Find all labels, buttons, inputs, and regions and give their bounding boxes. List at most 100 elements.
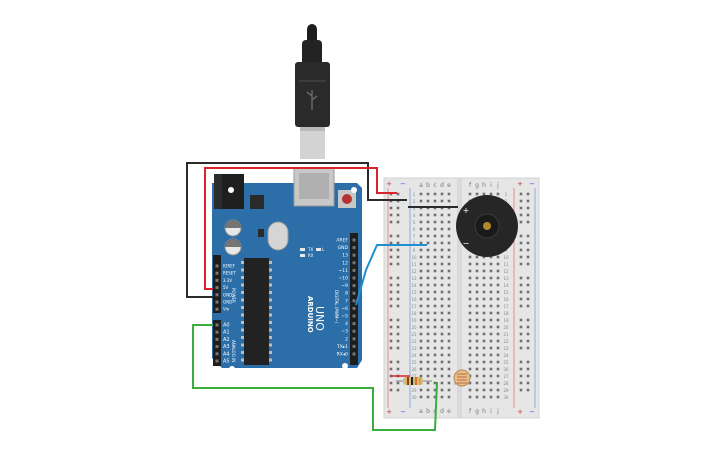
breadboard-hole[interactable] [489,360,493,364]
rail-hole[interactable] [519,248,523,252]
rail-hole[interactable] [526,304,530,308]
breadboard-hole[interactable] [447,290,451,294]
breadboard-hole[interactable] [496,283,500,287]
breadboard-hole[interactable] [419,192,423,196]
header-pin[interactable] [352,344,356,348]
breadboard-hole[interactable] [433,395,437,399]
rail-hole[interactable] [389,381,393,385]
rail-hole[interactable] [526,241,530,245]
breadboard-hole[interactable] [482,367,486,371]
breadboard-hole[interactable] [468,367,472,371]
breadboard-hole[interactable] [475,353,479,357]
breadboard-hole[interactable] [468,304,472,308]
header-pin[interactable] [352,329,356,333]
header-pin[interactable] [215,307,219,311]
header-pin[interactable] [352,352,356,356]
rail-hole[interactable] [526,297,530,301]
breadboard-hole[interactable] [475,304,479,308]
breadboard-hole[interactable] [419,304,423,308]
breadboard-hole[interactable] [489,311,493,315]
rail-hole[interactable] [526,248,530,252]
rail-hole[interactable] [396,276,400,280]
breadboard-hole[interactable] [426,199,430,203]
breadboard-hole[interactable] [419,234,423,238]
rail-hole[interactable] [396,220,400,224]
rail-hole[interactable] [519,199,523,203]
breadboard-hole[interactable] [482,255,486,259]
rail-hole[interactable] [519,290,523,294]
breadboard-hole[interactable] [426,213,430,217]
breadboard-hole[interactable] [440,234,444,238]
breadboard-hole[interactable] [426,276,430,280]
breadboard-hole[interactable] [447,374,451,378]
header-pin[interactable] [215,359,219,363]
rail-hole[interactable] [519,381,523,385]
breadboard-hole[interactable] [419,199,423,203]
rail-hole[interactable] [519,220,523,224]
breadboard-hole[interactable] [482,276,486,280]
breadboard-hole[interactable] [426,255,430,259]
breadboard-hole[interactable] [468,353,472,357]
breadboard-hole[interactable] [426,318,430,322]
breadboard-hole[interactable] [489,346,493,350]
breadboard-hole[interactable] [447,199,451,203]
header-pin[interactable] [352,268,356,272]
breadboard-hole[interactable] [447,297,451,301]
breadboard-hole[interactable] [440,318,444,322]
rail-hole[interactable] [389,290,393,294]
header-pin[interactable] [215,293,219,297]
breadboard-hole[interactable] [496,346,500,350]
breadboard-hole[interactable] [489,339,493,343]
breadboard-hole[interactable] [433,325,437,329]
rail-hole[interactable] [396,241,400,245]
rail-hole[interactable] [389,283,393,287]
rail-hole[interactable] [526,276,530,280]
breadboard-hole[interactable] [440,220,444,224]
header-pin[interactable] [352,276,356,280]
header-pin[interactable] [352,306,356,310]
rail-hole[interactable] [389,206,393,210]
breadboard-hole[interactable] [475,311,479,315]
rail-hole[interactable] [389,339,393,343]
breadboard-hole[interactable] [489,290,493,294]
rail-hole[interactable] [519,388,523,392]
rail-hole[interactable] [519,192,523,196]
breadboard-hole[interactable] [475,297,479,301]
breadboard-hole[interactable] [468,388,472,392]
breadboard-hole[interactable] [489,374,493,378]
breadboard-hole[interactable] [496,269,500,273]
breadboard-hole[interactable] [482,374,486,378]
rail-hole[interactable] [519,297,523,301]
breadboard-hole[interactable] [468,262,472,266]
rail-hole[interactable] [389,388,393,392]
breadboard-hole[interactable] [482,304,486,308]
header-pin[interactable] [352,291,356,295]
breadboard-hole[interactable] [489,381,493,385]
breadboard-hole[interactable] [468,276,472,280]
rail-hole[interactable] [396,360,400,364]
rail-hole[interactable] [389,213,393,217]
breadboard-hole[interactable] [440,241,444,245]
rail-hole[interactable] [519,283,523,287]
rail-hole[interactable] [526,318,530,322]
breadboard-hole[interactable] [496,374,500,378]
breadboard-hole[interactable] [468,360,472,364]
rail-hole[interactable] [389,234,393,238]
breadboard-hole[interactable] [419,332,423,336]
breadboard-hole[interactable] [489,395,493,399]
photoresistor[interactable] [453,369,471,387]
breadboard-hole[interactable] [482,388,486,392]
breadboard-hole[interactable] [419,395,423,399]
header-pin[interactable] [352,299,356,303]
rail-hole[interactable] [396,283,400,287]
breadboard-hole[interactable] [489,283,493,287]
breadboard-hole[interactable] [482,311,486,315]
breadboard-hole[interactable] [468,311,472,315]
breadboard-hole[interactable] [489,269,493,273]
breadboard-hole[interactable] [419,346,423,350]
rail-hole[interactable] [396,234,400,238]
breadboard-hole[interactable] [447,367,451,371]
rail-hole[interactable] [526,283,530,287]
breadboard-hole[interactable] [475,276,479,280]
header-pin[interactable] [352,337,356,341]
